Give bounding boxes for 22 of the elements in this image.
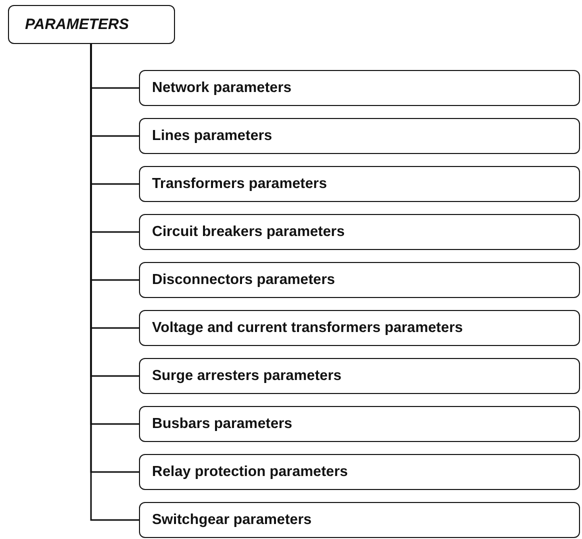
- category-box: [139, 166, 580, 202]
- category-box: [139, 310, 580, 346]
- node-label: Disconnectors parameters: [152, 272, 335, 288]
- category-box: [139, 358, 580, 394]
- node-label: Circuit breakers parameters: [152, 224, 345, 240]
- category-box: [139, 406, 580, 442]
- category-box: [139, 262, 580, 298]
- node-label: Voltage and current transformers parameters: [152, 320, 463, 336]
- category-box: [139, 502, 580, 538]
- category-box: [139, 70, 580, 106]
- category-box: [139, 454, 580, 490]
- root-box: [8, 5, 175, 44]
- node-label: Lines parameters: [152, 128, 272, 144]
- node-label: PARAMETERS: [25, 16, 129, 33]
- category-box: [139, 118, 580, 154]
- node-label: Transformers parameters: [152, 176, 327, 192]
- node-label: Surge arresters parameters: [152, 368, 342, 384]
- node-label: Busbars parameters: [152, 416, 292, 432]
- category-box: [139, 214, 580, 250]
- node-label: Switchgear parameters: [152, 512, 312, 528]
- node-label: Network parameters: [152, 80, 292, 96]
- node-label: Relay protection parameters: [152, 464, 348, 480]
